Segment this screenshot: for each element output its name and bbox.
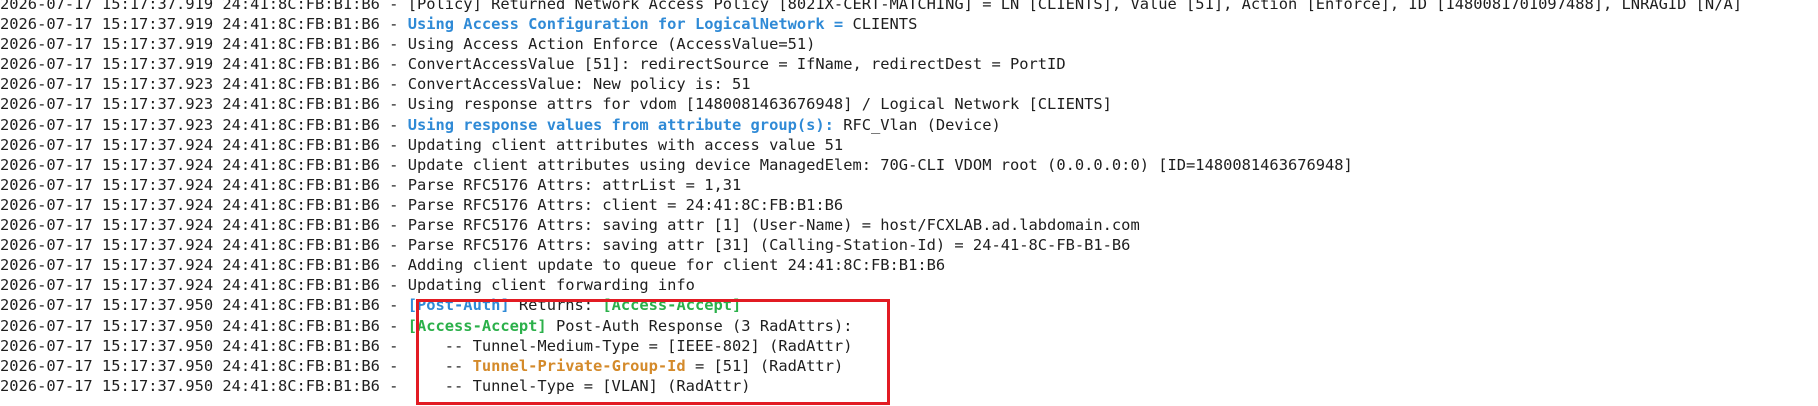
log-text: 2026-07-17 15:17:37.924 24:41:8C:FB:B1:B…: [0, 276, 695, 295]
log-line: 2026-07-17 15:17:37.950 24:41:8C:FB:B1:B…: [0, 356, 1818, 376]
log-line: 2026-07-17 15:17:37.950 24:41:8C:FB:B1:B…: [0, 376, 1818, 396]
log-highlight-text: Using Access Configuration for LogicalNe…: [407, 15, 844, 34]
log-line: 2026-07-17 15:17:37.923 24:41:8C:FB:B1:B…: [0, 115, 1818, 135]
log-line: 2026-07-17 15:17:37.924 24:41:8C:FB:B1:B…: [0, 175, 1818, 195]
log-text: 2026-07-17 15:17:37.919 24:41:8C:FB:B1:B…: [0, 55, 1066, 74]
log-line: 2026-07-17 15:17:37.950 24:41:8C:FB:B1:B…: [0, 295, 1818, 315]
log-text: CLIENTS: [843, 15, 918, 34]
log-highlight-text: [Post-Auth]: [407, 296, 510, 315]
log-text: 2026-07-17 15:17:37.919 24:41:8C:FB:B1:B…: [0, 15, 408, 34]
log-line: 2026-07-17 15:17:37.924 24:41:8C:FB:B1:B…: [0, 195, 1818, 215]
log-line: 2026-07-17 15:17:37.950 24:41:8C:FB:B1:B…: [0, 336, 1818, 356]
log-text: 2026-07-17 15:17:37.924 24:41:8C:FB:B1:B…: [0, 236, 1131, 255]
log-text: 2026-07-17 15:17:37.924 24:41:8C:FB:B1:B…: [0, 155, 1353, 174]
log-highlight-text: [Access-Accept]: [602, 296, 742, 315]
log-highlight-text: Tunnel-Private-Group-Id: [472, 356, 686, 375]
log-text: 2026-07-17 15:17:37.919 24:41:8C:FB:B1:B…: [0, 0, 1742, 13]
log-highlight-text: [Access-Accept]: [407, 316, 547, 335]
log-text: 2026-07-17 15:17:37.950 24:41:8C:FB:B1:B…: [0, 316, 408, 335]
log-line: 2026-07-17 15:17:37.950 24:41:8C:FB:B1:B…: [0, 316, 1818, 336]
log-text: 2026-07-17 15:17:37.950 24:41:8C:FB:B1:B…: [0, 336, 853, 355]
log-lines: 2026-07-17 15:17:37.919 24:41:8C:FB:B1:B…: [0, 0, 1818, 396]
log-text: 2026-07-17 15:17:37.924 24:41:8C:FB:B1:B…: [0, 195, 844, 214]
log-line: 2026-07-17 15:17:37.924 24:41:8C:FB:B1:B…: [0, 255, 1818, 275]
log-line: 2026-07-17 15:17:37.919 24:41:8C:FB:B1:B…: [0, 34, 1818, 54]
log-text: RFC_Vlan (Device): [833, 115, 1001, 134]
log-text: 2026-07-17 15:17:37.950 24:41:8C:FB:B1:B…: [0, 296, 408, 315]
log-text: 2026-07-17 15:17:37.923 24:41:8C:FB:B1:B…: [0, 115, 408, 134]
log-line: 2026-07-17 15:17:37.919 24:41:8C:FB:B1:B…: [0, 0, 1818, 14]
log-line: 2026-07-17 15:17:37.919 24:41:8C:FB:B1:B…: [0, 54, 1818, 74]
log-text: 2026-07-17 15:17:37.923 24:41:8C:FB:B1:B…: [0, 95, 1112, 114]
log-line: 2026-07-17 15:17:37.924 24:41:8C:FB:B1:B…: [0, 235, 1818, 255]
log-text: 2026-07-17 15:17:37.924 24:41:8C:FB:B1:B…: [0, 135, 844, 154]
log-highlight-text: Using response values from attribute gro…: [407, 115, 834, 134]
log-line: 2026-07-17 15:17:37.924 24:41:8C:FB:B1:B…: [0, 215, 1818, 235]
log-text: 2026-07-17 15:17:37.924 24:41:8C:FB:B1:B…: [0, 175, 742, 194]
log-line: 2026-07-17 15:17:37.924 24:41:8C:FB:B1:B…: [0, 135, 1818, 155]
log-line: 2026-07-17 15:17:37.924 24:41:8C:FB:B1:B…: [0, 275, 1818, 295]
log-text: 2026-07-17 15:17:37.950 24:41:8C:FB:B1:B…: [0, 356, 473, 375]
log-line: 2026-07-17 15:17:37.923 24:41:8C:FB:B1:B…: [0, 94, 1818, 114]
log-text: Post-Auth Response (3 RadAttrs):: [546, 316, 853, 335]
log-text: 2026-07-17 15:17:37.950 24:41:8C:FB:B1:B…: [0, 376, 751, 395]
log-text: 2026-07-17 15:17:37.919 24:41:8C:FB:B1:B…: [0, 35, 816, 54]
log-line: 2026-07-17 15:17:37.924 24:41:8C:FB:B1:B…: [0, 155, 1818, 175]
log-text: 2026-07-17 15:17:37.924 24:41:8C:FB:B1:B…: [0, 216, 1140, 235]
log-text: Returns:: [509, 296, 603, 315]
log-text: = [51] (RadAttr): [685, 356, 844, 375]
log-text: 2026-07-17 15:17:37.924 24:41:8C:FB:B1:B…: [0, 256, 946, 275]
log-text: 2026-07-17 15:17:37.923 24:41:8C:FB:B1:B…: [0, 75, 751, 94]
log-line: 2026-07-17 15:17:37.919 24:41:8C:FB:B1:B…: [0, 14, 1818, 34]
log-line: 2026-07-17 15:17:37.923 24:41:8C:FB:B1:B…: [0, 74, 1818, 94]
